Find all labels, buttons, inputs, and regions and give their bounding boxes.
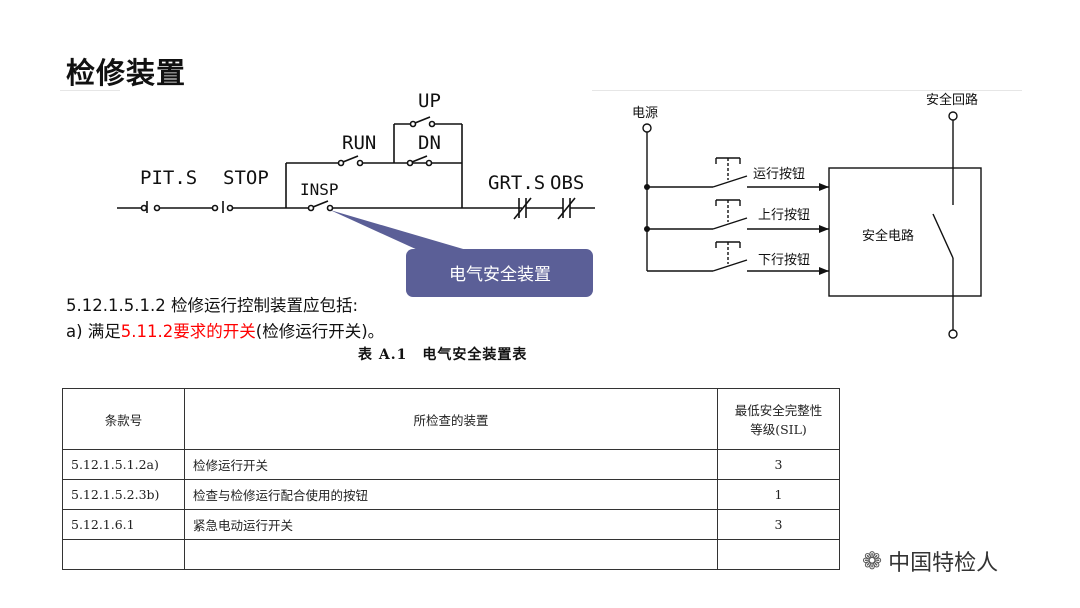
- stop-switch-label: STOP: [223, 167, 269, 189]
- cell-empty: [717, 539, 840, 570]
- run-button-text: 运行按钮: [753, 167, 805, 182]
- cell-sil: 1: [717, 479, 840, 510]
- obs-switch-label: OBS: [550, 172, 584, 194]
- table-header-row: 条款号 所检查的装置 最低安全完整性等级(SIL): [62, 388, 840, 450]
- cell-device: 紧急电动运行开关: [184, 509, 718, 540]
- cell-clause: 5.12.1.6.1: [62, 509, 185, 540]
- cell-sil: 3: [717, 509, 840, 540]
- table-caption: 表 A.1 电气安全装置表: [358, 347, 528, 363]
- dn-button-label: DN: [418, 132, 441, 154]
- wechat-icon: ❁: [862, 547, 883, 575]
- cell-empty: [184, 539, 718, 570]
- clause-line-1: 5.12.1.5.1.2 检修运行控制装置应包括:: [66, 296, 359, 315]
- run-button-label: RUN: [342, 132, 376, 154]
- up-button-label: UP: [418, 90, 441, 112]
- watermark-text: 中国特检人: [888, 551, 999, 576]
- safety-circuit-label: 安全电路: [862, 228, 914, 244]
- watermark: ❁ 中国特检人: [862, 545, 998, 577]
- insp-switch-label: INSP: [300, 180, 339, 199]
- title-underline: [60, 90, 120, 91]
- cell-sil: 3: [717, 449, 840, 480]
- clause-prefix: a) 满足: [66, 322, 121, 341]
- cell-empty: [62, 539, 185, 570]
- table-row: 5.12.1.5.1.2a) 检修运行开关 3: [62, 449, 840, 480]
- header-sil: 最低安全完整性等级(SIL): [717, 388, 840, 450]
- button-safety-circuit: [642, 111, 982, 339]
- power-label: 电源: [632, 106, 658, 121]
- clause-line-2: a) 满足5.11.2要求的开关(检修运行开关)。: [66, 319, 384, 345]
- header-sil-line-1: 最低安全完整性: [734, 403, 823, 418]
- inspection-circuit: [117, 116, 595, 220]
- callout: 电气安全装置: [330, 210, 593, 297]
- cell-device: 检查与检修运行配合使用的按钮: [184, 479, 718, 510]
- cell-clause: 5.12.1.5.2.3b): [62, 479, 185, 510]
- table-row: 5.12.1.6.1 紧急电动运行开关 3: [62, 509, 840, 540]
- slide-title: 检修装置: [66, 56, 187, 90]
- table-row-cut: [62, 539, 840, 570]
- grt-switch-label: GRT.S: [488, 172, 545, 194]
- header-sil-line-2: 等级(SIL): [750, 422, 807, 437]
- header-clause: 条款号: [62, 388, 185, 450]
- cell-device: 检修运行开关: [184, 449, 718, 480]
- down-button-text: 下行按钮: [758, 253, 810, 268]
- safety-device-table: 条款号 所检查的装置 最低安全完整性等级(SIL) 5.12.1.5.1.2a)…: [62, 388, 840, 570]
- callout-text: 电气安全装置: [449, 265, 551, 285]
- table-row: 5.12.1.5.2.3b) 检查与检修运行配合使用的按钮 1: [62, 479, 840, 510]
- clause-text: 5.12.1.5.1.2 检修运行控制装置应包括: a) 满足5.11.2要求的…: [66, 293, 384, 345]
- cell-clause: 5.12.1.5.1.2a): [62, 449, 185, 480]
- clause-suffix: (检修运行开关)。: [255, 322, 385, 341]
- clause-highlight: 5.11.2要求的开关: [120, 322, 256, 341]
- safety-loop-label: 安全回路: [926, 92, 978, 108]
- header-device: 所检查的装置: [184, 388, 718, 450]
- header-rule: [592, 90, 1022, 91]
- pit-switch-label: PIT.S: [140, 167, 197, 189]
- up-button-text: 上行按钮: [758, 208, 810, 223]
